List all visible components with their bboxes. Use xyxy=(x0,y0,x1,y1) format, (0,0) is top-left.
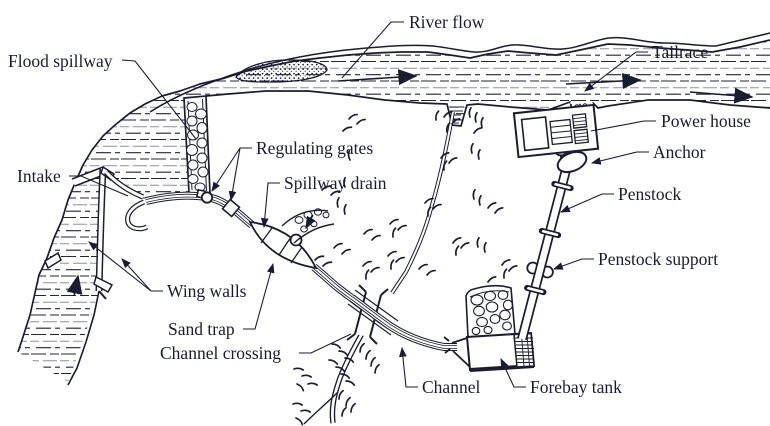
leader-intake xyxy=(69,175,129,197)
label-river-flow: River flow xyxy=(409,12,485,32)
label-sand-trap: Sand trap xyxy=(168,319,235,339)
river-flow-arrow xyxy=(337,69,418,86)
leader-penstock xyxy=(559,193,614,213)
leader-channel-crossing xyxy=(299,333,352,354)
spillway-drain-walls xyxy=(281,209,335,244)
flow-arrows xyxy=(66,69,754,297)
leader-river-flow xyxy=(341,21,404,79)
wing-wall-lower-right xyxy=(93,275,114,294)
label-channel-crossing: Channel crossing xyxy=(160,343,281,363)
river-south-bank xyxy=(205,90,770,127)
label-regulating-gates: Regulating gates xyxy=(256,138,373,158)
crossing-wing-flares xyxy=(346,284,389,345)
leader-wing-walls-1 xyxy=(121,258,163,292)
labels: Flood spillway River flow Tailrace Power… xyxy=(8,12,751,397)
label-penstock-support: Penstock support xyxy=(598,249,718,269)
label-penstock: Penstock xyxy=(618,184,681,204)
power-house-building xyxy=(512,103,600,159)
label-power-house: Power house xyxy=(661,111,751,131)
river xyxy=(17,32,770,382)
channel-crossing-structure xyxy=(346,284,399,345)
gate-2 xyxy=(221,198,241,218)
penstock-assembly xyxy=(517,168,574,341)
leader-sand-trap xyxy=(243,262,275,330)
forebay-structure xyxy=(443,284,536,372)
wing-wall-left xyxy=(44,251,62,270)
leader-regulating-gates-2 xyxy=(228,147,241,202)
intake-works xyxy=(44,165,149,386)
label-tailrace: Tailrace xyxy=(652,42,708,62)
leader-channel xyxy=(399,346,418,388)
leader-lines xyxy=(69,21,656,388)
leader-spillway-drain xyxy=(260,182,280,229)
flood-spillway-structure xyxy=(183,95,211,195)
leader-regulating-gates-1 xyxy=(211,147,252,192)
gully-stream xyxy=(303,111,455,425)
penstock-flanges xyxy=(524,180,574,296)
leader-flood-spillway xyxy=(121,59,197,140)
tailrace-flow-arrow xyxy=(689,87,754,104)
terrain-scrub-marks xyxy=(292,106,518,426)
leader-wing-walls-2 xyxy=(88,241,152,292)
lower-east-bank xyxy=(67,290,100,386)
upstream-flow-arrow xyxy=(66,274,83,297)
river-flow-arrow-2 xyxy=(565,72,642,89)
regulating-gates-structure xyxy=(195,188,241,218)
flume-edges xyxy=(347,289,399,336)
leader-penstock-support xyxy=(552,258,594,270)
sand-trap-baffles xyxy=(260,227,303,264)
leader-forebay-tank xyxy=(500,358,526,388)
gate-1 xyxy=(200,191,214,204)
sand-trap-structure xyxy=(248,208,335,270)
label-forebay-tank: Forebay tank xyxy=(530,377,622,397)
label-channel: Channel xyxy=(422,377,480,397)
gravel-bar xyxy=(235,59,328,83)
forebay-gabion-stones xyxy=(470,290,514,336)
drain-gate xyxy=(289,233,303,247)
leader-anchor xyxy=(590,151,649,165)
label-flood-spillway: Flood spillway xyxy=(8,51,113,71)
dike-end-flare xyxy=(98,290,107,300)
gully-lower xyxy=(329,323,370,424)
label-spillway-drain: Spillway drain xyxy=(284,173,387,193)
machine-hall xyxy=(520,116,550,152)
river-water xyxy=(18,40,770,382)
weir xyxy=(72,167,106,186)
gully-branch xyxy=(303,391,339,425)
label-wing-walls: Wing walls xyxy=(167,281,247,301)
drain-stones xyxy=(294,208,330,233)
leader-tailrace xyxy=(584,51,648,92)
label-anchor: Anchor xyxy=(653,142,706,162)
label-intake: Intake xyxy=(17,166,61,186)
gabion-stones xyxy=(186,102,209,192)
leader-power-house xyxy=(590,120,656,132)
drain-flow-arrow xyxy=(305,214,316,230)
